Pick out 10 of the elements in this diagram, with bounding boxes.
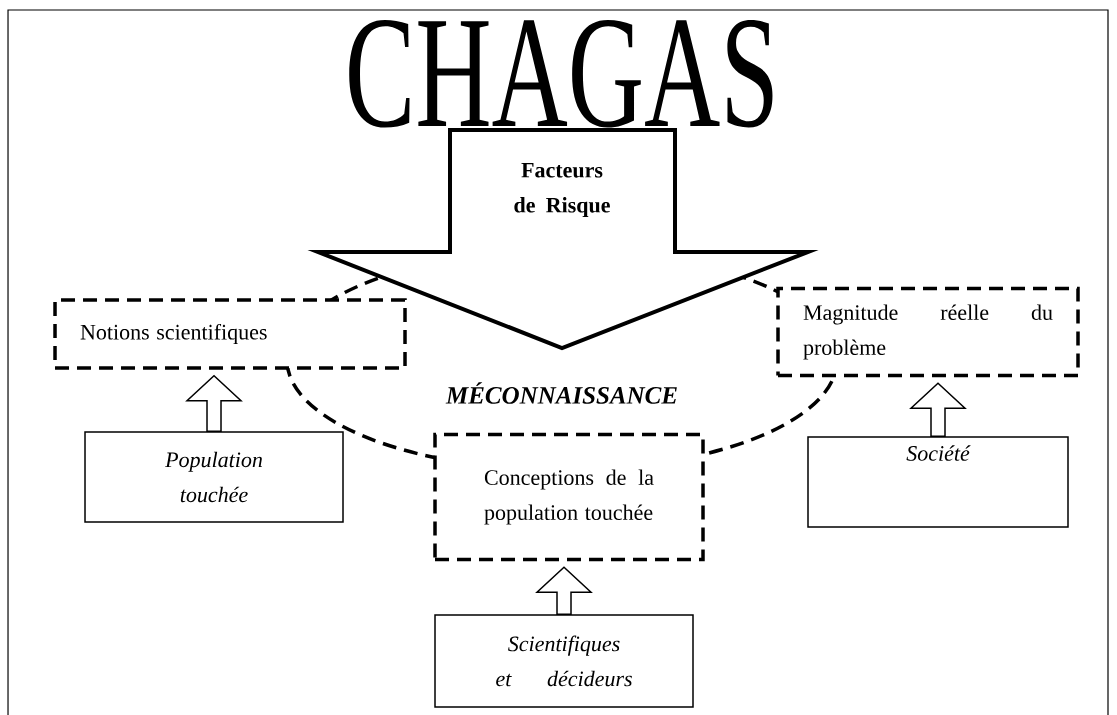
dashed-box: Conceptions de la population touchée (433, 432, 705, 562)
title: CHAGAS (349, 20, 773, 128)
text-box: Scientifiques et décideurs (434, 614, 694, 708)
text-box: Population touchée (84, 431, 344, 523)
hollow-arrow (535, 566, 593, 615)
hollow-arrow (185, 374, 243, 432)
dashed-box: Notions scientifiques (53, 298, 407, 370)
text-box: Société (807, 436, 1069, 528)
hollow-arrow (909, 382, 967, 437)
dashed-box: Magnitude réelle du problème (776, 286, 1080, 378)
